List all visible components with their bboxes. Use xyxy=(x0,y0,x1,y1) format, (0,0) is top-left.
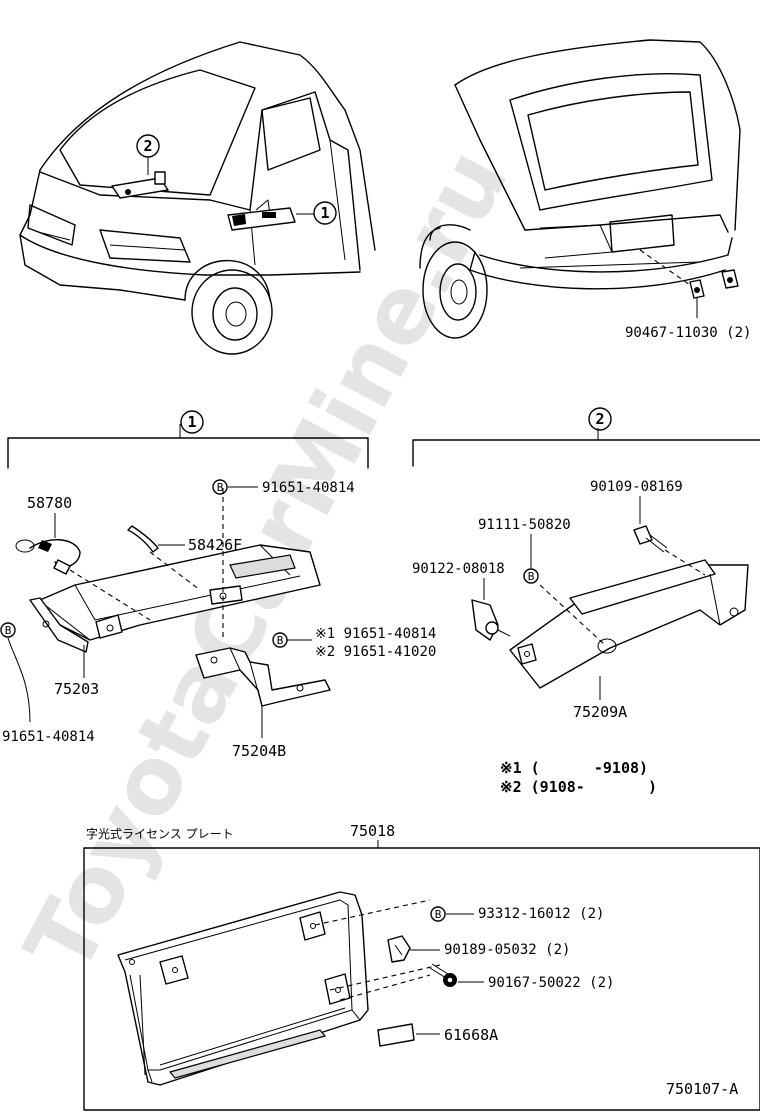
part-90109-08169[interactable]: 90109-08169 xyxy=(590,479,683,495)
bracket-75204B-drawing xyxy=(195,488,331,738)
part-90122-08018[interactable]: 90122-08018 xyxy=(412,561,505,577)
bolt-symbol-left: B xyxy=(0,622,16,638)
svg-text:1: 1 xyxy=(187,413,196,431)
section3-title: 字光式ライセンス プレート xyxy=(86,826,234,841)
note-2: ※2 (9108- ) xyxy=(500,778,657,796)
section2-frame xyxy=(412,428,760,467)
part-75204B[interactable]: 75204B xyxy=(232,742,286,760)
lamp-75209A-drawing xyxy=(509,559,749,700)
nut-90189-drawing xyxy=(387,935,411,963)
part-93312-16012[interactable]: 93312-16012 (2) xyxy=(478,906,604,922)
part-note1-91651-40814[interactable]: ※1 91651-40814 xyxy=(315,626,436,642)
rear-vehicle-drawing xyxy=(419,39,741,339)
bolt-symbol-top: B xyxy=(212,479,228,495)
svg-text:B: B xyxy=(277,634,284,647)
front-callout-2[interactable]: 2 xyxy=(136,134,160,175)
part-91651-40814-left[interactable]: 91651-40814 xyxy=(2,729,95,745)
part-90167-50022[interactable]: 90167-50022 (2) xyxy=(488,975,614,991)
part-91111-50820[interactable]: 91111-50820 xyxy=(478,517,571,533)
screw-90109-drawing xyxy=(633,525,706,576)
svg-text:B: B xyxy=(5,624,12,637)
part-90189-05032[interactable]: 90189-05032 (2) xyxy=(444,942,570,958)
figure-id: 750107-A xyxy=(666,1080,738,1098)
bulb-58426F-drawing xyxy=(127,525,201,591)
svg-text:B: B xyxy=(435,908,442,921)
part-58780[interactable]: 58780 xyxy=(27,494,72,512)
reflector-61668A-drawing xyxy=(377,1023,415,1047)
wire-58780-drawing xyxy=(15,539,151,621)
svg-text:B: B xyxy=(528,570,535,583)
section3-frame xyxy=(83,847,760,1111)
section1-callout[interactable]: 1 xyxy=(180,410,204,434)
part-75203[interactable]: 75203 xyxy=(54,680,99,698)
section1-frame xyxy=(7,424,369,469)
part-note2-91651-41020[interactable]: ※2 91651-41020 xyxy=(315,644,436,660)
svg-text:2: 2 xyxy=(143,137,152,155)
front-vehicle-drawing xyxy=(19,41,376,355)
bolt-symbol-s3: B xyxy=(430,906,446,922)
front-callout-1[interactable]: 1 xyxy=(296,201,337,225)
screw-90167-drawing xyxy=(429,963,457,987)
assembly-75018[interactable]: 75018 xyxy=(350,822,395,840)
svg-text:2: 2 xyxy=(595,410,604,428)
socket-90122-drawing xyxy=(471,599,511,641)
part-58426F[interactable]: 58426F xyxy=(188,536,242,554)
svg-text:B: B xyxy=(217,481,224,494)
note-1: ※1 ( -9108) xyxy=(500,759,648,777)
svg-text:1: 1 xyxy=(320,204,329,222)
section2-callout[interactable]: 2 xyxy=(588,407,612,431)
bolt-symbol-s2: B xyxy=(523,568,539,584)
part-75209A[interactable]: 75209A xyxy=(573,703,627,721)
part-61668A[interactable]: 61668A xyxy=(444,1026,498,1044)
part-90467-11030[interactable]: 90467-11030 (2) xyxy=(625,325,751,341)
part-91651-40814-top[interactable]: 91651-40814 xyxy=(262,480,355,496)
bracket-75203-drawing xyxy=(29,544,321,653)
license-plate-75018-drawing xyxy=(117,891,369,1086)
